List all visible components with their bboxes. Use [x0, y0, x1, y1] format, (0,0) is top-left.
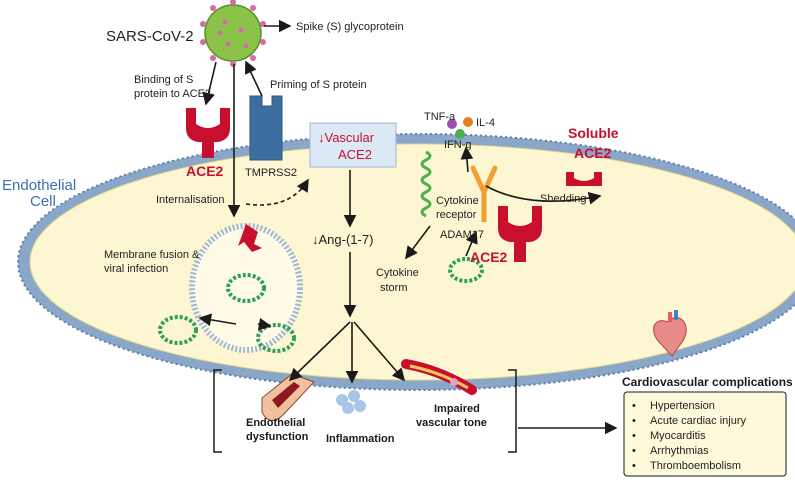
binding-label-line1: Binding of S: [134, 74, 193, 86]
soluble-ace2-line2: ACE2: [574, 145, 612, 161]
adam17-label: ADAM17: [440, 229, 484, 241]
priming-label: Priming of S protein: [270, 79, 367, 91]
shedding-label: Shedding: [540, 193, 587, 205]
cell-label-line2: Cell: [30, 193, 56, 210]
complication-bullet: •: [632, 460, 636, 472]
heart-icon: [653, 310, 687, 357]
down-arrow-red: ↓: [318, 130, 325, 145]
arrow-priming: [244, 60, 263, 97]
complications-box: [623, 391, 787, 477]
endothelial-dysfunction-line2: dysfunction: [246, 431, 309, 443]
ace2-label-left: ACE2: [186, 163, 224, 179]
bracket-right: [508, 369, 517, 453]
fusion-label-line1: Membrane fusion &: [104, 249, 200, 261]
damaged-vessel-icon: [261, 373, 315, 421]
ace2-receptor-right: [498, 206, 542, 262]
vessel-clot-icon: [401, 359, 477, 395]
cytokine-receptor-line2: receptor: [436, 209, 477, 221]
complications-title: Cardiovascular complications: [622, 375, 793, 389]
arrow-to-cytokine-storm: [405, 225, 431, 260]
viral-rna-ring-endosome: [226, 273, 266, 303]
viral-rna-ring-left: [158, 315, 198, 345]
complication-item: Hypertension: [650, 400, 715, 412]
ifn-label: IFN-g: [444, 139, 472, 151]
arrow-endosome-left: [198, 313, 237, 327]
vascular-ace2-box: [309, 122, 397, 168]
fusion-label-line2: viral infection: [104, 263, 168, 275]
cytokine-receptor: [420, 150, 432, 218]
vascular-ace2-line1: ↓Vascular: [318, 130, 375, 145]
cytokine-storm-line2: storm: [380, 282, 408, 294]
complication-bullet: •: [632, 445, 636, 457]
arrow-ring-to-adam17: [465, 230, 478, 257]
ang-label: ↓Ang-(1-7): [312, 232, 373, 247]
vascular-word: Vascular: [325, 130, 375, 145]
binding-label-line2: protein to ACE2: [134, 88, 211, 100]
complication-item: Thromboembolism: [650, 460, 741, 472]
arrow-to-vascular-tone: [353, 321, 406, 382]
cytokine-receptor-line1: Cytokine: [436, 195, 479, 207]
endothelial-cell: [17, 133, 795, 391]
tmprss2-protein: [249, 95, 283, 161]
vascular-tone-line2: vascular tone: [416, 417, 487, 429]
soluble-ace2-fragment: [566, 172, 602, 186]
arrow-binding: [202, 61, 217, 106]
complication-item: Acute cardiac injury: [650, 415, 746, 427]
complication-bullet: •: [632, 400, 636, 412]
complication-item: Arrhythmias: [650, 445, 709, 457]
arrow-endosome-right: [257, 317, 272, 331]
tnf-label: TNF-a: [424, 111, 456, 123]
inflammation-icon: [336, 390, 366, 414]
complication-item: Myocarditis: [650, 430, 706, 442]
cytokine-molecules: [447, 117, 473, 139]
complication-bullet: •: [632, 415, 636, 427]
viral-rna-ring-right: [256, 323, 296, 353]
ace2-in-endosome: [238, 224, 262, 252]
arrow-to-cytokines: [460, 146, 474, 173]
internalisation-label: Internalisation: [156, 194, 225, 206]
complications-list: • Hypertension • Acute cardiac injury • …: [632, 400, 746, 472]
il4-label: IL-4: [476, 117, 495, 129]
ace2-label-right: ACE2: [470, 249, 508, 265]
complication-bullet: •: [632, 430, 636, 442]
inflammation-label: Inflammation: [326, 433, 395, 445]
adam17-enzyme: [470, 165, 498, 222]
vascular-ace2-line2: ACE2: [338, 147, 372, 162]
cytokine-storm-line1: Cytokine: [376, 267, 419, 279]
viral-rna-ring-adam17: [448, 257, 484, 283]
arrow-shedding: [485, 185, 602, 205]
endothelial-dysfunction-line1: Endothelial: [246, 417, 305, 429]
soluble-ace2-line1: Soluble: [568, 125, 619, 141]
spike-label: Spike (S) glycoprotein: [296, 21, 404, 33]
arrow-tmprss2-to-vascular: [245, 178, 309, 206]
tmprss2-label: TMPRSS2: [245, 167, 297, 179]
sars-cov-2-virus: [200, 0, 266, 67]
cell-label-line1: Endothelial: [2, 177, 76, 194]
bracket-left: [213, 369, 222, 453]
ace2-receptor-left: [186, 108, 230, 158]
virus-label: SARS-CoV-2: [106, 28, 194, 45]
vascular-tone-line1: Impaired: [434, 403, 480, 415]
arrow-to-endothelial: [288, 321, 351, 382]
endosome: [189, 223, 303, 353]
